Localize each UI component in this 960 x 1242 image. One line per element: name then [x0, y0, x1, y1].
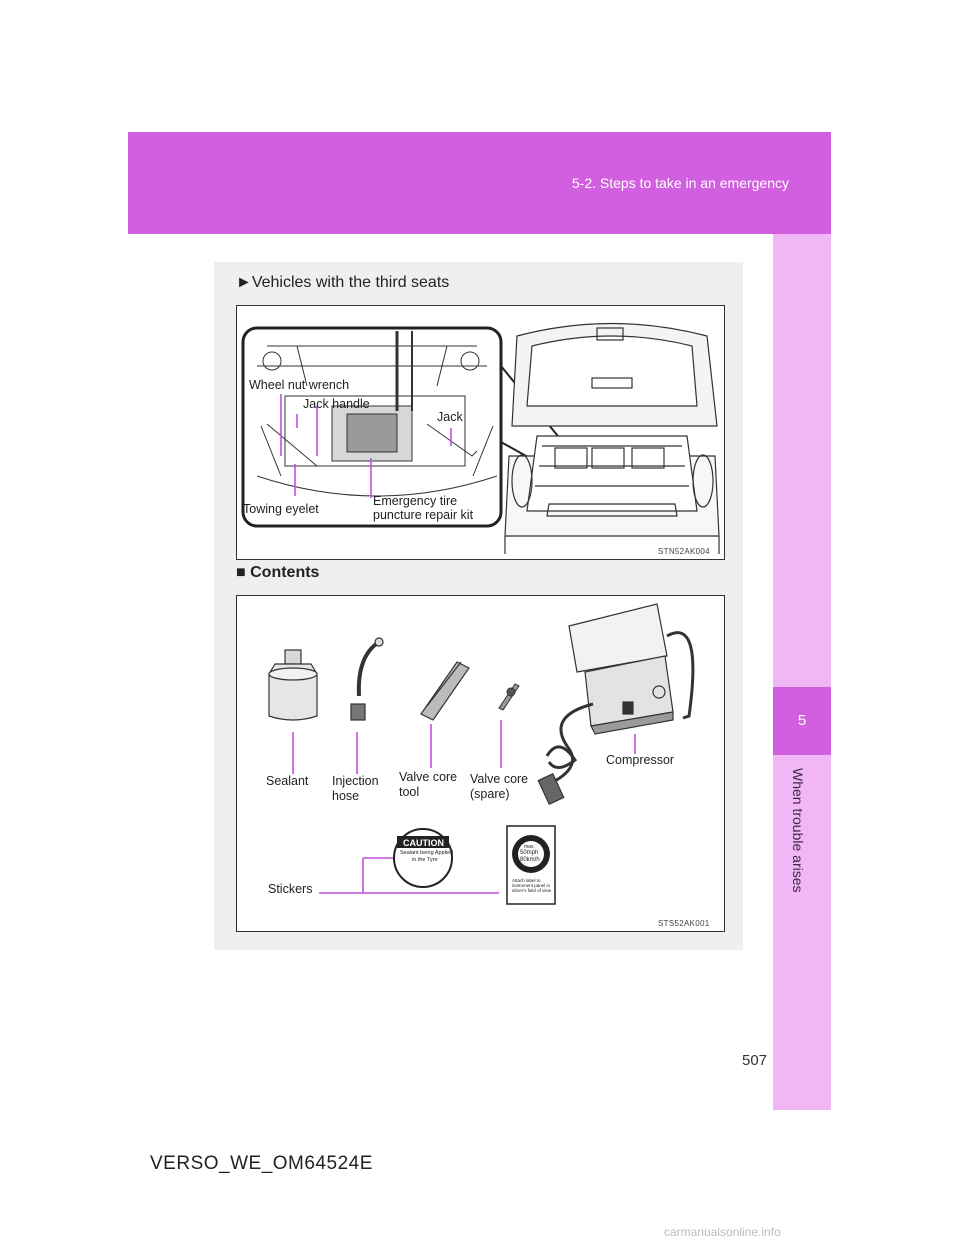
label-valve-tool-line2: tool	[399, 785, 420, 799]
page-number: 507	[742, 1052, 768, 1069]
label-injection-line2: hose	[332, 789, 360, 803]
chapter-title: When trouble arises	[790, 768, 806, 893]
caution-sticker-line2: in the Tyre	[412, 857, 438, 863]
section-title: 5-2. Steps to take in an emergency	[571, 175, 789, 191]
label-compressor: Compressor	[606, 753, 675, 767]
label-wheel-nut-wrench: Wheel nut wrench	[249, 378, 350, 392]
speed-sticker-max: max.	[524, 844, 535, 850]
label-repair-kit-line1: Emergency tire	[373, 494, 458, 508]
label-valve-tool-line1: Valve core	[399, 770, 458, 784]
sealant-bottle-icon	[268, 649, 318, 721]
figure-code-2: STS52AK001	[658, 919, 710, 928]
valve-core-spare-icon	[498, 683, 520, 711]
figure-code-1: STN52AK004	[658, 547, 710, 556]
label-injection-line1: Injection	[332, 774, 379, 788]
section-heading-contents: ■ Contents	[236, 564, 320, 581]
chapter-number-tab: 5	[773, 687, 831, 755]
document-id: VERSO_WE_OM64524E	[150, 1153, 373, 1174]
label-jack-handle: Jack handle	[303, 397, 370, 411]
speed-sticker-mph: 50mph	[520, 850, 539, 856]
watermark: carmanualsonline.info	[664, 1225, 781, 1239]
label-repair-kit-line2: puncture repair kit	[373, 508, 474, 522]
chapter-side-tab	[773, 234, 831, 1110]
luggage-compartment-illustration	[241, 322, 720, 554]
contents-illustration	[268, 603, 695, 905]
compressor-icon	[537, 603, 695, 805]
speed-sticker-kmh: 80km/h	[520, 857, 540, 863]
speed-sticker-note-line3: driver's field of view	[512, 888, 552, 893]
label-valve-spare-line1: Valve core	[470, 772, 529, 786]
luggage-compartment-figure: Wheel nut wrench Jack handle Jack Towing…	[236, 305, 725, 560]
speed-sticker-note-line1: Attach label to	[512, 878, 541, 883]
label-stickers: Stickers	[268, 882, 313, 896]
contents-figure: Sealant Injection hose Valve core tool V…	[236, 595, 725, 932]
header-band: 5-2. Steps to take in an emergency	[128, 132, 831, 234]
label-sealant: Sealant	[266, 774, 309, 788]
label-valve-spare-line2: (spare)	[470, 787, 510, 801]
caution-sticker-title: CAUTION	[403, 838, 444, 848]
label-towing-eyelet: Towing eyelet	[243, 502, 319, 516]
valve-core-tool-icon	[420, 661, 470, 721]
section-heading-third-seats: ►Vehicles with the third seats	[236, 274, 450, 291]
caution-sticker-line1: Sealant being Applied	[400, 850, 454, 856]
speed-sticker-icon	[506, 825, 556, 905]
label-jack: Jack	[437, 410, 463, 424]
injection-hose-icon	[350, 637, 384, 721]
speed-sticker-note-line2: instrument panel in	[512, 883, 551, 888]
caution-sticker-icon	[393, 828, 453, 888]
